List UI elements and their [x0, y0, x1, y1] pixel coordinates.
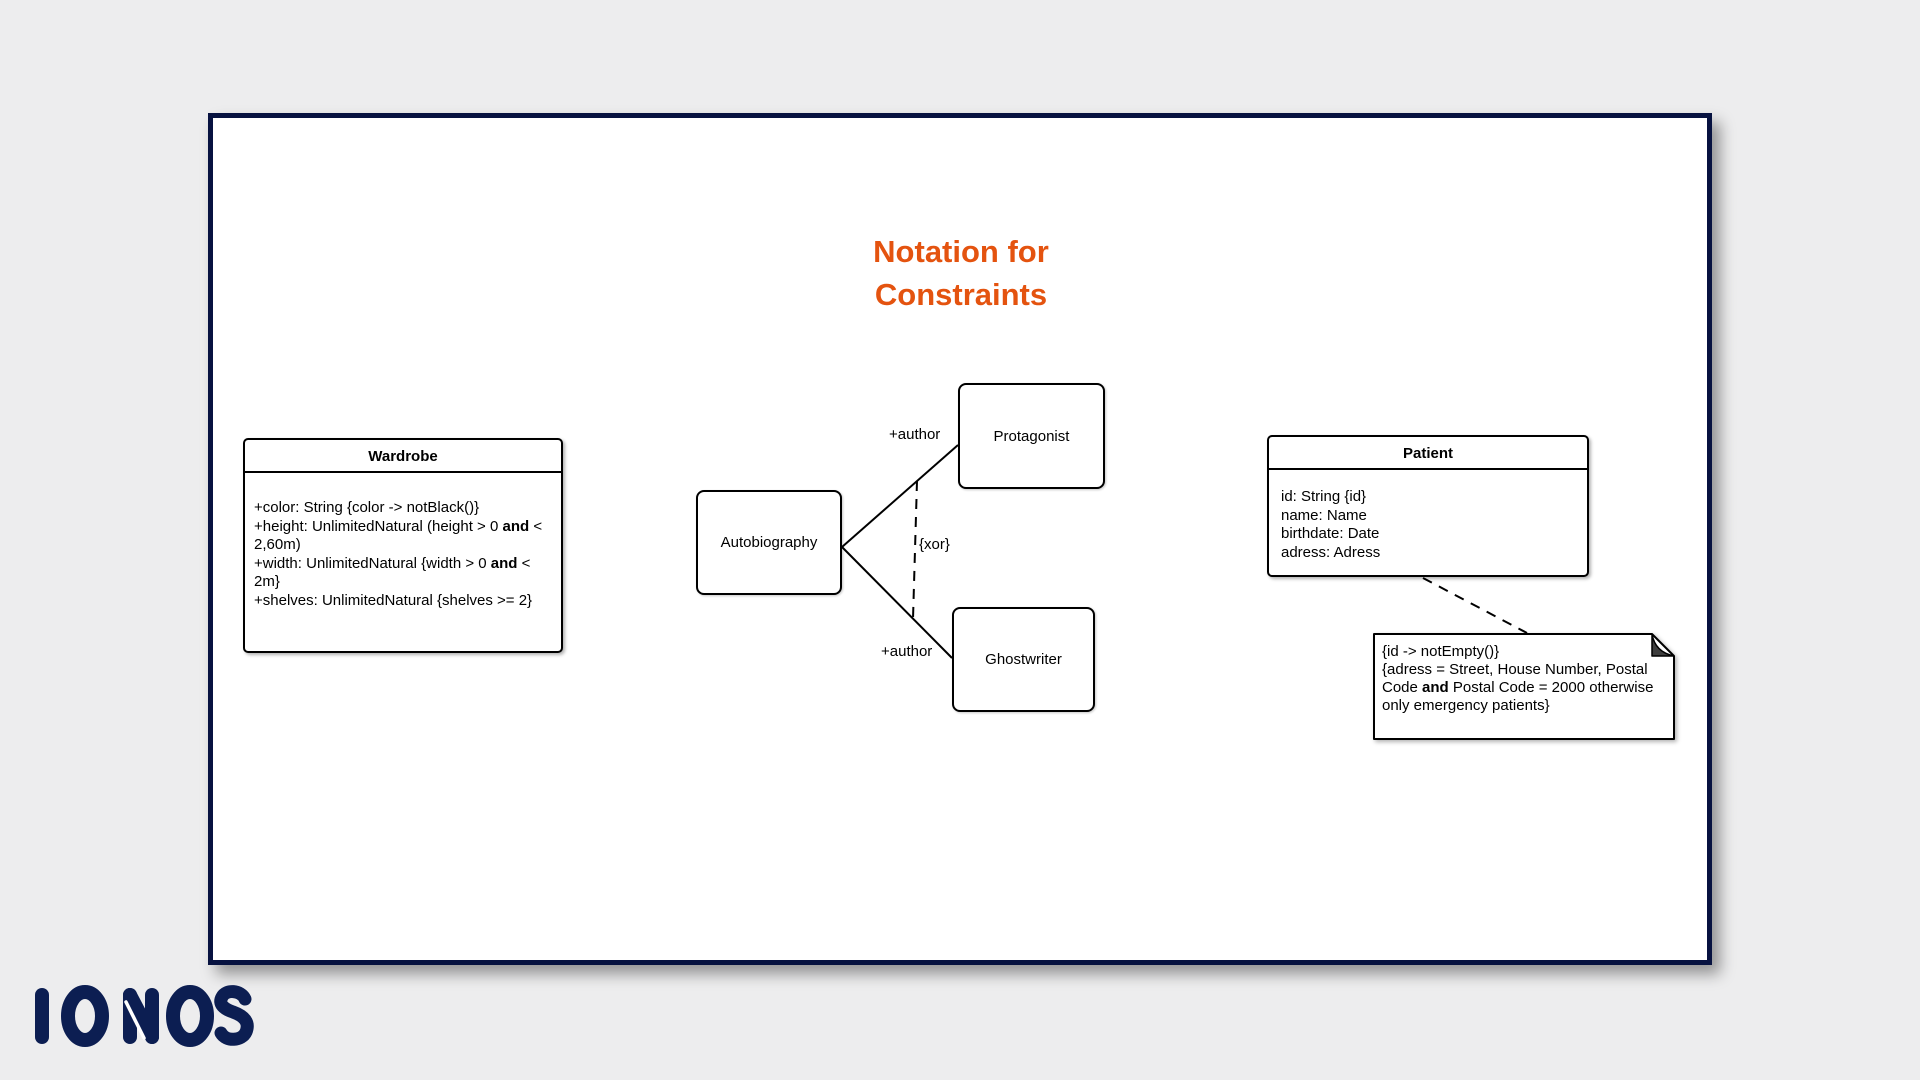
attribute-line: name: Name — [1281, 506, 1367, 524]
ionos-logo — [30, 978, 260, 1054]
uml-node-protagonist: Protagonist — [958, 383, 1105, 489]
diagram-edges — [841, 444, 1528, 659]
class-name-wardrobe: Wardrobe — [245, 440, 561, 473]
association-line-protagonist — [841, 444, 959, 548]
class-name-patient: Patient — [1269, 437, 1587, 470]
node-label-ghostwriter: Ghostwriter — [985, 651, 1062, 668]
note-anchor-line — [1422, 577, 1528, 634]
attribute-line: birthdate: Date — [1281, 525, 1380, 542]
xor-constraint-line — [912, 480, 918, 620]
edge-label-author-top: +author — [889, 426, 941, 443]
attribute-line: +shelves: UnlimitedNatural {shelves >= 2… — [254, 591, 533, 609]
logo-n-slash — [124, 1000, 146, 1040]
attribute-line: adress: Adress — [1281, 543, 1381, 561]
edge-label-author-bottom: +author — [881, 643, 933, 660]
title-line-2: Constraints — [874, 277, 1048, 312]
class-attributes-wardrobe: +color: String {color -> notBlack()}+hei… — [245, 473, 561, 610]
note-fold-corner — [1651, 633, 1675, 657]
logo-letter-o2 — [166, 985, 214, 1047]
logo-letter-o1 — [61, 985, 109, 1047]
uml-class-wardrobe: Wardrobe +color: String {color -> notBla… — [243, 438, 563, 653]
uml-node-ghostwriter: Ghostwriter — [952, 607, 1095, 712]
attribute-line: +color: String {color -> notBlack()} — [254, 499, 480, 516]
attribute-line: +width: UnlimitedNatural {width > 0 and … — [254, 554, 531, 591]
node-label-autobiography: Autobiography — [720, 534, 818, 551]
title-line-1: Notation for — [873, 234, 1049, 269]
note-text: {id -> notEmpty()}{adress = Street, Hous… — [1382, 643, 1667, 715]
attribute-line: id: String {id} — [1281, 488, 1367, 505]
diagram-title: Notation for Constraints — [758, 230, 1164, 316]
note-shape — [1373, 633, 1675, 740]
slide: Notation for Constraints Wardrobe +color… — [208, 113, 1712, 965]
node-label-protagonist: Protagonist — [993, 427, 1070, 445]
association-line-ghostwriter — [841, 546, 953, 659]
attribute-line: +height: UnlimitedNatural (height > 0 an… — [254, 517, 543, 554]
note-line: {adress = Street, House Number, Postal C… — [1382, 661, 1654, 714]
note-line: {id -> notEmpty()} — [1382, 643, 1500, 660]
uml-node-autobiography: Autobiography — [696, 490, 842, 595]
logo-letter-s — [214, 985, 254, 1046]
uml-note-constraints: {id -> notEmpty()}{adress = Street, Hous… — [1373, 633, 1675, 740]
edge-label-xor: {xor} — [919, 536, 950, 553]
